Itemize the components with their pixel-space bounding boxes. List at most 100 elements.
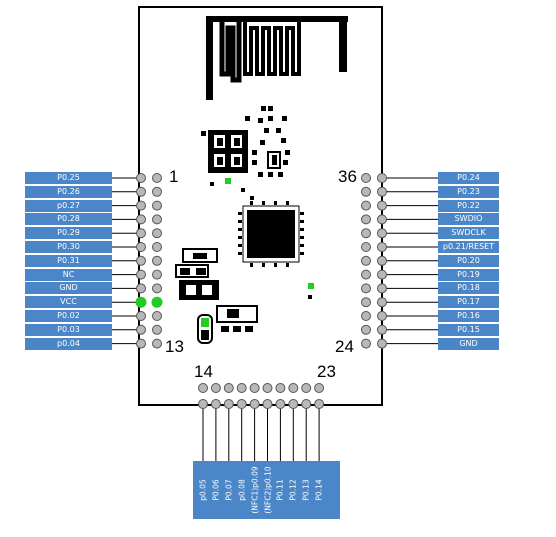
right-pin-pad-inner (361, 173, 371, 183)
bottom-pin-label-text: P0.06 (211, 479, 221, 501)
right-pin-label: GND (438, 337, 499, 350)
right-pin-label: P0.24 (438, 172, 499, 184)
bottom-pin-pad-inner (301, 383, 312, 393)
left-pin-label: P0.29 (25, 227, 112, 240)
left-pin-label: VCC (25, 296, 112, 309)
right-pin-pad-inner (361, 297, 371, 308)
bottom-pin-pad-inner (223, 383, 234, 393)
bottom-pin-pad-inner (262, 383, 273, 393)
bottom-pin-label: P0.12 (286, 461, 300, 519)
left-pin-pad-outer (136, 311, 146, 321)
bottom-pin-pad-outer (223, 399, 234, 409)
passive-components (210, 106, 290, 200)
left-pin-pad-outer (135, 296, 147, 308)
right-pin-pad-inner (361, 242, 371, 252)
bottom-pin-label-text: P0.14 (314, 479, 324, 501)
left-pin-label: P0.26 (25, 185, 112, 198)
pin-number-36: 36 (338, 167, 357, 186)
left-pin-pad-inner (151, 296, 163, 308)
right-pin-label: P0.20 (438, 254, 499, 267)
right-pin-pad-inner (361, 324, 371, 335)
right-pin-label: SWDIO (438, 213, 499, 226)
right-pin-pad-outer (377, 255, 387, 266)
antenna (206, 16, 348, 100)
bottom-pin-label: p0.08 (235, 461, 249, 519)
right-pin-pad-outer (377, 228, 387, 239)
right-pin-pad-outer (377, 311, 387, 321)
right-pin-pad-outer (377, 173, 387, 183)
left-pin-pad-outer (136, 242, 146, 252)
left-pin-pad-inner (152, 228, 162, 239)
right-pin-pad-inner (361, 255, 371, 266)
bottom-pin-label-text: p0.05 (198, 479, 208, 501)
left-pin-label: P0.31 (25, 254, 112, 267)
left-pin-pad-inner (152, 311, 162, 321)
bottom-pin-label-text: P0.11 (275, 479, 285, 501)
bottom-pin-pad-outer (236, 399, 247, 409)
bottom-pin-pad-outer (275, 399, 286, 409)
bottom-pin-label-text: (NFC2)p0.10 (263, 466, 273, 514)
bottom-pin-pad-outer (198, 399, 208, 409)
right-pin-pad-outer (377, 297, 387, 308)
pin-number-1: 1 (169, 167, 179, 186)
bottom-pin-label-text: P0.07 (224, 479, 234, 501)
right-pin-label: p0.21/RESET (438, 241, 499, 253)
right-pin-pad-outer (377, 242, 387, 252)
resistor-2 (175, 264, 209, 278)
right-pin-pad-outer (377, 269, 387, 280)
right-pin-label: P0.16 (438, 310, 499, 322)
left-pin-pad-outer (136, 269, 146, 280)
bottom-pin-pad-inner (210, 383, 221, 393)
bottom-pin-pad-outer (301, 399, 312, 409)
left-pin-pad-inner (152, 324, 162, 335)
left-pin-pad-inner (152, 200, 162, 211)
led-indicator-1 (225, 178, 231, 184)
bottom-pin-label: (NFC2)p0.10 (261, 461, 275, 519)
left-pin-pad-outer (136, 200, 146, 211)
bottom-pin-pad-outer (249, 399, 260, 409)
left-pin-pad-outer (136, 338, 146, 349)
left-pin-pad-outer (136, 228, 146, 239)
left-pin-pad-outer (136, 283, 146, 294)
bottom-pin-pad-inner (275, 383, 286, 393)
capacitor-block (216, 305, 258, 332)
left-pin-label: P0.02 (25, 310, 112, 322)
bottom-pin-label-text: (NFC1)p0.09 (250, 466, 260, 514)
mcu-chip (238, 201, 304, 267)
pin-number-23: 23 (317, 362, 336, 381)
right-pin-pad-inner (361, 311, 371, 321)
left-pin-label: GND (25, 282, 112, 295)
switch-component (179, 280, 219, 300)
bottom-pin-label-text: P0.12 (288, 479, 298, 501)
right-pin-pad-outer (377, 283, 387, 294)
left-pin-pad-inner (152, 269, 162, 280)
left-pin-pad-inner (152, 186, 162, 197)
bottom-pin-label: P0.13 (299, 461, 313, 519)
right-pin-pad-inner (361, 186, 371, 197)
bottom-pin-pad-outer (288, 399, 299, 409)
pin-number-14: 14 (194, 362, 213, 381)
left-pin-label: P0.28 (25, 213, 112, 226)
resistor-1 (182, 248, 218, 263)
bottom-pin-label: p0.05 (196, 461, 210, 519)
left-pin-pad-outer (136, 173, 146, 183)
left-pin-pad-outer (136, 324, 146, 335)
right-pin-label: P0.22 (438, 199, 499, 212)
right-pin-label: P0.17 (438, 296, 499, 309)
left-pin-pad-inner (152, 255, 162, 266)
crystal (201, 130, 248, 173)
pin-number-24: 24 (335, 337, 354, 356)
right-pin-label: P0.18 (438, 282, 499, 295)
bottom-pin-pad-inner (198, 383, 208, 393)
left-pin-pad-outer (136, 186, 146, 197)
right-pin-pad-outer (377, 200, 387, 211)
left-pin-label: P0.03 (25, 323, 112, 336)
right-pin-pad-inner (361, 214, 371, 225)
right-pin-pad-inner (361, 228, 371, 239)
left-pin-label: p0.04 (25, 337, 112, 350)
bottom-pin-label: (NFC1)p0.09 (248, 461, 262, 519)
left-pin-label: p0.27 (25, 199, 112, 212)
left-pin-pad-inner (152, 338, 162, 349)
bottom-pin-pad-inner (236, 383, 247, 393)
left-pin-pad-inner (152, 242, 162, 252)
